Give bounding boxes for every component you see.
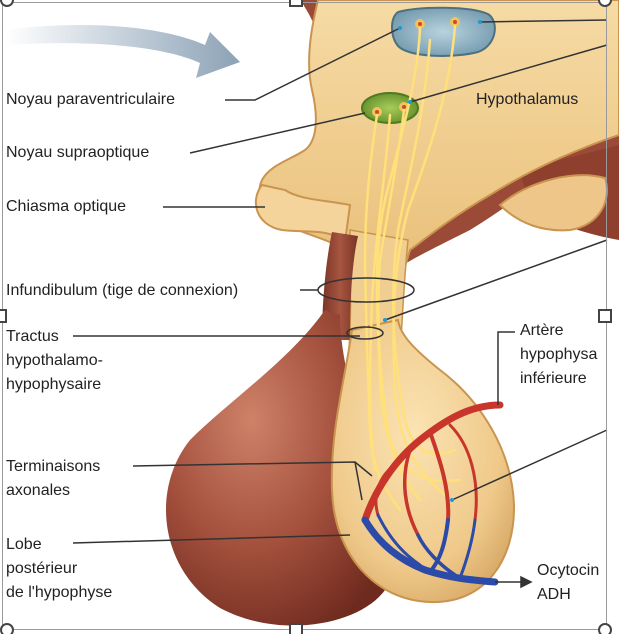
label-chiasma-optique: Chiasma optique (6, 198, 127, 215)
label-noyau-paraventriculaire: Noyau paraventriculaire (6, 91, 175, 108)
resize-handle-top-right[interactable] (598, 0, 612, 7)
blood-vessels (361, 401, 504, 586)
label-terminaisons-line2: axonales (6, 482, 71, 499)
direction-arrow (5, 25, 240, 78)
label-artere-line2: hypophysa (520, 346, 598, 363)
resize-handle-bottom-right[interactable] (598, 623, 612, 634)
label-artere-line3: inférieure (520, 370, 587, 387)
posterior-lobe (330, 318, 516, 604)
hypothalamus-lower-lobe (498, 174, 608, 232)
resize-handle-bottom-center[interactable] (289, 623, 303, 634)
paraventricular-nucleus (391, 6, 496, 57)
leader-lines (72, 19, 608, 589)
resize-handle-bottom-left[interactable] (0, 623, 14, 634)
label-artere-line1: Artère (520, 322, 564, 339)
label-hypothalamus: Hypothalamus (476, 91, 579, 108)
label-infundibulum: Infundibulum (tige de connexion) (6, 282, 239, 299)
resize-handle-top-left[interactable] (0, 0, 14, 7)
label-adh: ADH (537, 586, 571, 603)
optic-chiasm (254, 183, 352, 245)
label-lobe-line1: Lobe (6, 536, 42, 553)
label-noyau-supraoptique: Noyau supraoptique (6, 144, 150, 161)
resize-handle-middle-right[interactable] (598, 309, 612, 323)
label-ocytocine: Ocytocin (537, 562, 600, 579)
label-lobe-line3: de l'hypophyse (6, 584, 113, 601)
resize-handle-top-center[interactable] (289, 0, 303, 7)
tract-ring (346, 326, 384, 340)
label-lobe-line2: postérieur (6, 560, 78, 577)
label-tractus-line2: hypothalamo- (6, 352, 103, 369)
axon-tract (363, 24, 462, 512)
label-terminaisons-line1: Terminaisons (6, 458, 101, 475)
label-tractus-line1: Tractus (6, 328, 59, 345)
resize-handle-middle-left[interactable] (0, 309, 7, 323)
label-tractus-line3: hypophysaire (6, 376, 102, 393)
anterior-lobe (166, 310, 391, 626)
